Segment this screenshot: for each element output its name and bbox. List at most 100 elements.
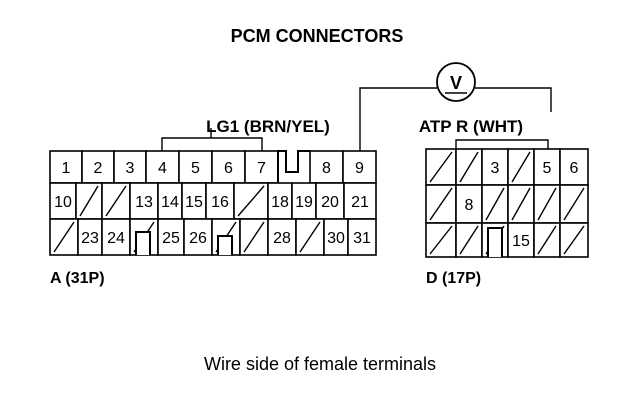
connector-a-terminal: 9 — [342, 150, 377, 184]
connector-a-terminal: 21 — [343, 182, 377, 220]
connector-d-terminal — [533, 184, 561, 224]
connector-d-terminal: 8 — [455, 184, 483, 224]
connector-a-terminal-box — [267, 218, 297, 256]
connector-a-terminal: 16 — [205, 182, 235, 220]
connector-d-terminal — [455, 222, 483, 258]
connector-a-terminal-number: 7 — [257, 160, 266, 177]
connector-a-terminal-number: 25 — [162, 230, 180, 247]
connector-a-terminal-number: 20 — [321, 194, 339, 211]
connector-a-terminal-number: 21 — [351, 194, 369, 211]
connector-a-terminal-number: 9 — [355, 160, 364, 177]
lg1-ground-bracket — [161, 137, 263, 151]
connector-a-terminal-number: 4 — [158, 160, 167, 177]
connector-a-terminal-number: 19 — [295, 194, 313, 211]
connector-d-empty-terminal-slash — [485, 187, 505, 221]
atp-r-bracket — [455, 139, 549, 149]
connector-a-terminal-number: 3 — [126, 160, 135, 177]
connector-a-terminal: 19 — [291, 182, 317, 220]
connector-d-terminal: 3 — [481, 148, 509, 186]
connector-d-empty-terminal-slash — [537, 187, 557, 221]
connector-a-terminal — [101, 182, 131, 220]
connector-d-empty-terminal-slash — [511, 151, 531, 183]
test-wires — [161, 87, 552, 151]
connector-a-empty-terminal-slash — [243, 221, 265, 253]
connector-a-terminal-box — [49, 182, 77, 220]
connector-a-terminal-number: 24 — [107, 230, 125, 247]
connector-a-terminal-number: 1 — [62, 160, 71, 177]
connector-a-bottom-notch-right — [217, 235, 233, 255]
connector-d-terminal — [455, 148, 483, 186]
connector-a-empty-terminal-slash — [79, 185, 99, 217]
connector-a-terminal — [49, 218, 79, 256]
connector-a-terminal-box — [267, 182, 293, 220]
connector-a-terminal: 10 — [49, 182, 77, 220]
connector-a-terminal — [295, 218, 325, 256]
connector-d-terminal: 6 — [559, 148, 589, 186]
connector-d-empty-terminal-slash — [429, 151, 453, 183]
connector-a-terminal-number: 15 — [185, 194, 203, 211]
connector-a-wire-label: LG1 (BRN/YEL) — [206, 117, 330, 136]
connector-a-terminal-number: 5 — [191, 160, 200, 177]
connector-a-empty-terminal-slash — [105, 185, 127, 217]
connector-d-empty-terminal-slash — [537, 225, 557, 255]
connector-d-terminal — [533, 222, 561, 258]
connector-d-terminal: 5 — [533, 148, 561, 186]
diagram-title: PCM CONNECTORS — [231, 26, 404, 46]
connector-d-empty-terminal-slash — [459, 151, 479, 183]
connector-a-terminal — [233, 182, 269, 220]
connector-a-terminal: 24 — [101, 218, 131, 256]
connector-d-terminal-number: 15 — [512, 233, 530, 250]
connector-a-terminal-number: 2 — [94, 160, 103, 177]
voltmeter-circle — [436, 62, 476, 102]
connector-d-terminal — [507, 184, 535, 224]
connector-a-terminal-box — [343, 182, 377, 220]
connector-d-empty-terminal-slash — [459, 225, 479, 255]
connector-a-terminal: 1 — [49, 150, 83, 184]
connector-d-bottom-notch — [487, 227, 503, 257]
meter-positive-lead — [475, 87, 552, 112]
connector-a-terminal-number: 23 — [81, 230, 99, 247]
connector-a-terminal — [239, 218, 269, 256]
connector-a-terminal-box — [181, 182, 207, 220]
connector-d-terminal — [481, 184, 509, 224]
connector-d-terminal — [507, 148, 535, 186]
connector-d-terminal-number: 5 — [543, 160, 552, 177]
connector-a-terminal: 28 — [267, 218, 297, 256]
connector-d-terminal — [425, 184, 457, 224]
connector-a-terminal: 15 — [181, 182, 207, 220]
connector-a-bottom-notch-left — [135, 231, 151, 255]
connector-d-empty-terminal-slash — [563, 225, 585, 255]
voltmeter: V — [436, 62, 476, 102]
connector-a-terminal-number: 8 — [322, 160, 331, 177]
connector-a-terminal: 6 — [211, 150, 246, 184]
connector-d-terminal-box — [507, 222, 535, 258]
connector-d-wire-label: ATP R (WHT) — [419, 117, 523, 136]
connector-a-terminal: 23 — [77, 218, 103, 256]
connector-d-empty-terminal-slash — [511, 187, 531, 221]
connector-a-terminal-box — [291, 182, 317, 220]
connector-a-terminal: 4 — [145, 150, 180, 184]
connector-d-terminal: 15 — [507, 222, 535, 258]
connector-d-terminal — [559, 222, 589, 258]
connector-a-empty-terminal-slash — [53, 221, 75, 253]
connector-a-terminal-number: 13 — [135, 194, 153, 211]
connector-a-terminal — [75, 182, 103, 220]
connector-a-terminal-number: 18 — [271, 194, 289, 211]
connector-a-terminal-box — [157, 218, 185, 256]
voltmeter-symbol: V — [450, 73, 462, 93]
connector-a-terminal-number: 28 — [273, 230, 291, 247]
connector-d-terminal-number: 6 — [570, 160, 579, 177]
connector-a-empty-terminal-slash — [237, 185, 265, 217]
connector-a-terminal: 5 — [178, 150, 213, 184]
connector-a-empty-terminal-slash — [299, 221, 321, 253]
connector-a-terminal-number: 10 — [54, 194, 72, 211]
connector-a-terminal: 2 — [81, 150, 115, 184]
connector-a-terminal-number: 30 — [327, 230, 345, 247]
connector-d-terminal — [425, 148, 457, 186]
connector-d-terminal-number: 3 — [491, 160, 500, 177]
connector-a-terminal: 18 — [267, 182, 293, 220]
connector-a-terminal: 25 — [157, 218, 185, 256]
meter-negative-lead — [359, 87, 437, 151]
